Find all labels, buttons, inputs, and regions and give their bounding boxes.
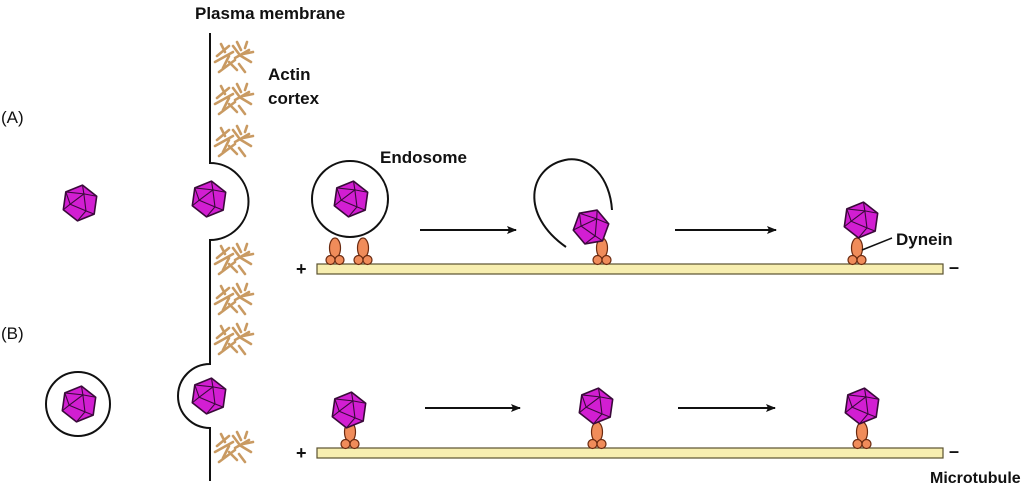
dynein-motor — [852, 421, 872, 450]
plasma-membrane — [177, 33, 250, 481]
virus-on-dynein-b3 — [844, 387, 880, 425]
virus-invaginating-a — [191, 180, 227, 218]
virus-free-a — [62, 184, 98, 222]
virus-in-vesicle-b — [61, 385, 97, 423]
panel-b-label: (B) — [1, 324, 24, 343]
plus-end-a: + — [296, 259, 307, 279]
actin-tuft — [213, 282, 255, 316]
minus-end-b: – — [949, 441, 959, 461]
actin-tuft — [213, 322, 255, 356]
vesicle-b — [45, 371, 111, 437]
dynein-motor — [325, 237, 345, 266]
dynein-motor — [353, 237, 373, 266]
dynein-motor — [587, 421, 607, 450]
dynein-motor — [340, 421, 360, 450]
actin-tuft — [213, 82, 255, 116]
plus-end-b: + — [296, 443, 307, 463]
actin-tuft — [213, 430, 255, 464]
endosome-a — [311, 160, 389, 238]
virus-on-dynein-b2 — [578, 387, 614, 425]
endosome-label: Endosome — [380, 148, 467, 167]
actin-tuft — [213, 40, 255, 74]
microtubule-label: Microtubule — [930, 470, 1021, 487]
virus-escaping-endosome — [572, 209, 610, 245]
virus-at-membrane-b — [191, 377, 227, 415]
dynein-motors — [325, 237, 872, 450]
actin-cortex — [213, 40, 255, 464]
dynein-leader-line — [861, 237, 893, 251]
virus-on-dynein-a — [843, 201, 879, 239]
minus-end-a: – — [949, 257, 959, 277]
dynein-label: Dynein — [896, 230, 953, 249]
virus-on-dynein-b1 — [331, 391, 367, 429]
actin-tuft — [213, 242, 255, 276]
microtubule-b — [316, 447, 944, 459]
dynein-motor — [592, 237, 612, 266]
actin-label-line2: cortex — [268, 89, 320, 108]
panel-a-label: (A) — [1, 108, 24, 127]
dynein-motor — [847, 237, 867, 266]
actin-tuft — [213, 124, 255, 158]
plasma-membrane-label: Plasma membrane — [195, 4, 345, 23]
microtubule-a — [316, 263, 944, 275]
actin-label-line1: Actin — [268, 65, 311, 84]
ruptured-endosome — [533, 158, 613, 248]
virus-in-endosome — [333, 180, 369, 218]
virus-capsids — [61, 180, 880, 429]
